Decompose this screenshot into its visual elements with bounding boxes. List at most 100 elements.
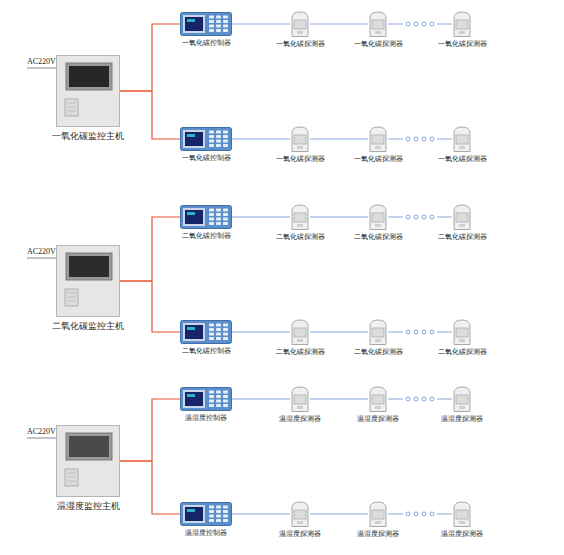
device-caption: 一氧化碳控制器 xyxy=(182,40,231,47)
detector: 温湿度探测器 xyxy=(290,501,310,527)
device-caption: 二氧化碳探测器 xyxy=(354,234,403,241)
ellipsis-gap xyxy=(403,213,437,221)
detector-unit xyxy=(290,126,310,152)
connector-line xyxy=(120,217,180,281)
detector: 二氧化碳探测器 xyxy=(368,319,388,345)
device-caption: 温湿度控制器 xyxy=(185,415,227,422)
controller: 二氧化碳控制器 xyxy=(180,205,232,229)
detector-unit xyxy=(290,204,310,230)
ellipsis-dot xyxy=(422,512,426,516)
ellipsis-dot xyxy=(430,137,434,141)
host-cabinet xyxy=(56,425,120,497)
device-caption: 二氧化碳探测器 xyxy=(354,349,403,356)
connector-line xyxy=(310,24,368,25)
detector: 一氧化碳探测器 xyxy=(368,126,388,152)
device-caption: 一氧化碳监控主机 xyxy=(52,132,124,141)
ellipsis-gap xyxy=(403,328,437,336)
device-caption: 二氧化碳控制器 xyxy=(182,233,231,240)
device-caption: 温湿度控制器 xyxy=(185,530,227,537)
device-caption: 二氧化碳探测器 xyxy=(438,349,487,356)
controller: 温湿度控制器 xyxy=(180,387,232,411)
monitor-host: 温湿度监控主机 xyxy=(56,425,120,497)
monitor-host: 一氧化碳监控主机 xyxy=(56,55,120,127)
connector-line xyxy=(232,139,290,140)
detector-unit xyxy=(290,319,310,345)
ellipsis-dot xyxy=(422,330,426,334)
controller-panel xyxy=(180,12,232,36)
connector-line xyxy=(232,332,290,333)
detector: 二氧化碳探测器 xyxy=(290,319,310,345)
detector-unit xyxy=(368,11,388,37)
ellipsis-dot xyxy=(422,397,426,401)
connector-line xyxy=(310,139,368,140)
controller-panel xyxy=(180,127,232,151)
device-caption: 温湿度监控主机 xyxy=(57,502,120,511)
detector-unit xyxy=(368,386,388,412)
ellipsis-gap xyxy=(403,510,437,518)
device-caption: 一氧化碳探测器 xyxy=(438,156,487,163)
detector-unit xyxy=(368,126,388,152)
device-caption: 一氧化碳探测器 xyxy=(276,156,325,163)
detector-unit xyxy=(368,319,388,345)
ellipsis-gap xyxy=(403,135,437,143)
device-caption: 二氧化碳探测器 xyxy=(276,349,325,356)
device-caption: 温湿度探测器 xyxy=(279,416,321,423)
connector-line xyxy=(232,24,290,25)
ellipsis-dot xyxy=(430,397,434,401)
power-line xyxy=(27,258,56,259)
detector-unit xyxy=(452,126,472,152)
ellipsis-dot xyxy=(406,22,410,26)
ellipsis-dot xyxy=(430,22,434,26)
ellipsis-dot xyxy=(406,512,410,516)
ellipsis-dot xyxy=(430,215,434,219)
connector-line xyxy=(232,514,290,515)
device-caption: 温湿度探测器 xyxy=(357,416,399,423)
detector-unit xyxy=(290,501,310,527)
detector: 一氧化碳探测器 xyxy=(452,11,472,37)
ellipsis-gap xyxy=(403,395,437,403)
connector-line xyxy=(120,399,180,461)
ellipsis-dot xyxy=(414,215,418,219)
ellipsis-dot xyxy=(414,330,418,334)
device-caption: 一氧化碳探测器 xyxy=(354,41,403,48)
host-cabinet xyxy=(56,245,120,317)
power-line xyxy=(27,438,56,439)
detector: 一氧化碳探测器 xyxy=(290,126,310,152)
device-caption: 一氧化碳探测器 xyxy=(276,41,325,48)
device-caption: 温湿度探测器 xyxy=(441,531,483,538)
power-label: AC220V xyxy=(27,428,56,436)
controller-panel xyxy=(180,320,232,344)
device-caption: 一氧化碳控制器 xyxy=(182,155,231,162)
detector: 一氧化碳探测器 xyxy=(452,126,472,152)
ellipsis-dot xyxy=(430,512,434,516)
detector: 温湿度探测器 xyxy=(368,386,388,412)
detector: 温湿度探测器 xyxy=(452,501,472,527)
ellipsis-gap xyxy=(403,20,437,28)
ellipsis-dot xyxy=(414,397,418,401)
host-cabinet xyxy=(56,55,120,127)
monitor-host: 二氧化碳监控主机 xyxy=(56,245,120,317)
device-caption: 温湿度探测器 xyxy=(441,416,483,423)
connector-line xyxy=(120,24,180,91)
ellipsis-dot xyxy=(422,215,426,219)
connector-line xyxy=(310,217,368,218)
controller: 一氧化碳控制器 xyxy=(180,127,232,151)
ellipsis-dot xyxy=(414,512,418,516)
detector-unit xyxy=(290,386,310,412)
ellipsis-dot xyxy=(430,330,434,334)
detector-unit xyxy=(452,386,472,412)
connector-line xyxy=(120,281,180,332)
detector: 一氧化碳探测器 xyxy=(290,11,310,37)
connector-line xyxy=(120,461,180,514)
controller: 温湿度控制器 xyxy=(180,502,232,526)
ellipsis-dot xyxy=(406,215,410,219)
detector-unit xyxy=(368,204,388,230)
connector-line xyxy=(310,332,368,333)
power-label: AC220V xyxy=(27,248,56,256)
controller: 一氧化碳控制器 xyxy=(180,12,232,36)
ellipsis-dot xyxy=(414,137,418,141)
controller: 二氧化碳控制器 xyxy=(180,320,232,344)
detector-unit xyxy=(290,11,310,37)
connector-line xyxy=(310,399,368,400)
